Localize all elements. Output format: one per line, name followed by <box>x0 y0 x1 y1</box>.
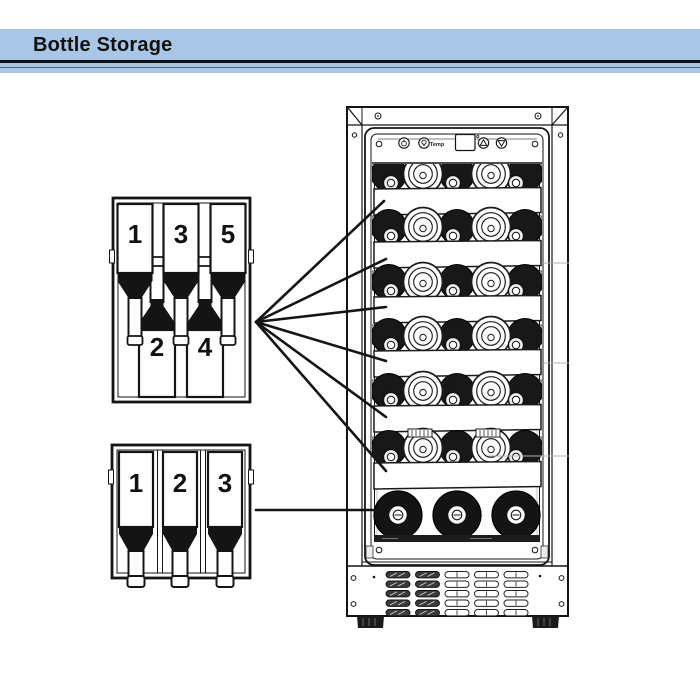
bottle-number: 1 <box>129 468 143 498</box>
power-icon <box>398 137 410 149</box>
rack-notch <box>109 249 115 264</box>
shelf-stack <box>372 164 542 490</box>
bottle-1-3-5-down <box>116 202 247 346</box>
rack-notch <box>248 249 254 264</box>
section-header-band <box>0 29 700 73</box>
bottle-number: 3 <box>174 219 188 249</box>
light-icon <box>418 137 430 149</box>
bottle-number: 3 <box>218 468 232 498</box>
bottle-number: 4 <box>198 332 213 362</box>
vent-grille <box>385 571 529 617</box>
shelf-callout-lines <box>254 199 388 473</box>
bottles-1-2-3-down <box>117 450 244 588</box>
shelf-row-2 <box>372 206 542 269</box>
temp-label: Temp <box>430 142 445 148</box>
shelf-rack-combs <box>407 428 501 438</box>
screw-icon <box>531 140 539 148</box>
five-bottle-rack-diagram: 1 3 5 2 4 <box>109 196 254 404</box>
control-panel: Temp <box>372 133 542 164</box>
header-divider-thin <box>0 67 700 68</box>
shelf-row-3 <box>372 261 542 324</box>
screw-icon <box>372 575 376 579</box>
screw-icon <box>558 601 565 607</box>
degree-icon <box>476 134 480 138</box>
corner-mitre <box>551 107 568 126</box>
three-bottle-rack-diagram: 1 2 3 <box>108 443 254 588</box>
screw-icon <box>351 132 358 138</box>
page-title: Bottle Storage <box>33 34 173 56</box>
hinge-bracket <box>365 545 374 559</box>
shelf-row-6 <box>372 427 542 490</box>
rack-notch <box>248 469 254 485</box>
shelf-row-4 <box>372 315 542 378</box>
temp-display <box>454 133 476 152</box>
screw-icon <box>375 546 383 554</box>
bottle-2-4-up <box>137 256 225 399</box>
screw-icon <box>531 546 539 554</box>
screw-icon <box>538 574 542 578</box>
hinge-bracket <box>540 545 549 559</box>
screw-icon <box>558 575 565 581</box>
bottle-number: 1 <box>128 219 142 249</box>
corner-mitre <box>347 107 363 126</box>
screw-icon <box>350 575 357 581</box>
bottom-bottle-row <box>373 490 541 540</box>
screw-icon <box>557 132 564 138</box>
interior-floor <box>374 535 540 542</box>
header-divider <box>0 60 700 63</box>
wine-cooler-front-view: Temp <box>346 106 569 628</box>
rack-notch <box>108 469 114 485</box>
bottle-number: 2 <box>173 468 187 498</box>
faint-guide-lines <box>489 262 569 457</box>
bottle-number: 2 <box>150 332 164 362</box>
screw-icon <box>375 140 383 148</box>
screw-icon <box>350 601 357 607</box>
bottle-number: 5 <box>221 219 235 249</box>
cooler-feet <box>357 616 559 628</box>
shelf-row-5 <box>372 370 542 433</box>
